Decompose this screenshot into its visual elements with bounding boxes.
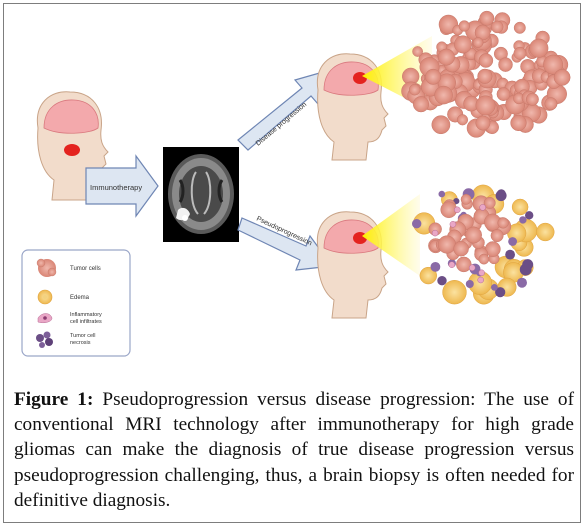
mri-scan-image bbox=[163, 147, 239, 242]
edema-cell bbox=[536, 222, 555, 242]
legend-inflammatory: Inflammatory cell infiltrates bbox=[37, 312, 102, 325]
necrotic-cell bbox=[505, 249, 515, 260]
caption-label: Figure 1: bbox=[14, 389, 94, 410]
caption-text: Pseudoprogression versus disease progres… bbox=[14, 389, 574, 511]
edema-cell bbox=[442, 280, 467, 305]
necrotic-cell bbox=[430, 262, 441, 272]
tumor-cell bbox=[544, 97, 558, 111]
tumor-cell bbox=[529, 38, 549, 58]
tumor-cell bbox=[477, 68, 493, 84]
tumor-cell bbox=[456, 114, 469, 126]
tumor-cell bbox=[456, 256, 472, 273]
tumor-cell bbox=[498, 57, 513, 72]
inflammatory-cell bbox=[454, 206, 461, 214]
tumor-cell bbox=[408, 83, 421, 96]
immunotherapy-arrow: Immunotherapy bbox=[85, 154, 159, 218]
tumor-cell bbox=[453, 240, 469, 257]
tumor-cell bbox=[475, 115, 491, 131]
necrotic-cell bbox=[519, 263, 532, 276]
tumor-cell bbox=[434, 85, 453, 105]
inflammatory-cell bbox=[448, 261, 456, 268]
tumor-cell bbox=[437, 235, 456, 254]
tumor-cell bbox=[525, 92, 539, 106]
legend-inflammatory-label-2: cell infiltrates bbox=[70, 319, 102, 325]
light-beam-bottom bbox=[362, 194, 420, 276]
tumor-cell bbox=[497, 217, 509, 229]
tumor-cell bbox=[510, 114, 527, 132]
legend-tumor-cells: Tumor cells bbox=[36, 258, 101, 277]
inflammatory-cell bbox=[479, 204, 486, 211]
tumor-cell bbox=[483, 196, 496, 209]
inflammatory-cell bbox=[431, 229, 439, 237]
necrotic-cell bbox=[495, 287, 506, 298]
necrotic-cell bbox=[517, 277, 527, 288]
tumor-cell bbox=[454, 35, 472, 54]
tumor-cell bbox=[465, 226, 482, 244]
inflammatory-cell bbox=[477, 276, 484, 284]
necrotic-cell bbox=[496, 189, 506, 199]
tumor-cell bbox=[412, 46, 423, 57]
legend-inflammatory-label-1: Inflammatory bbox=[70, 312, 102, 318]
legend-edema: Edema bbox=[37, 289, 90, 305]
inflammatory-cell bbox=[468, 264, 476, 271]
figure-caption: Figure 1: Pseudoprogression versus disea… bbox=[14, 387, 574, 513]
tumor-cell bbox=[460, 194, 472, 205]
necrotic-cell bbox=[525, 211, 534, 220]
necrotic-cell bbox=[491, 284, 498, 291]
tumor-cell bbox=[513, 46, 527, 60]
legend-necrosis-label-1: Tumor cell bbox=[70, 333, 95, 339]
edema-cell bbox=[511, 198, 529, 216]
tumor-cell bbox=[490, 20, 504, 34]
necrotic-cell bbox=[519, 216, 527, 224]
tumor-cell bbox=[513, 21, 526, 34]
tumor-cell bbox=[475, 95, 496, 116]
tumor-cell bbox=[496, 87, 511, 101]
tumor-cell bbox=[437, 48, 455, 66]
tumor-cell bbox=[478, 253, 490, 265]
patient-head-bottom bbox=[316, 194, 420, 319]
tumor-cell bbox=[412, 96, 430, 113]
necrotic-cell bbox=[437, 276, 447, 286]
tumor-cell bbox=[479, 10, 495, 26]
inflammatory-cell bbox=[478, 269, 485, 277]
tumor-cell bbox=[472, 37, 484, 48]
necrotic-cell bbox=[412, 219, 422, 229]
tumor-cell-cluster bbox=[401, 10, 571, 138]
legend-box: Tumor cells Edema Inflammatory cell infi… bbox=[21, 249, 131, 357]
immunotherapy-label: Immunotherapy bbox=[90, 183, 142, 192]
tumor-cell bbox=[478, 53, 494, 68]
legend-necrosis: Tumor cell necrosis bbox=[36, 331, 95, 348]
necrotic-cell bbox=[508, 237, 517, 246]
pseudoprogression-cell-cluster bbox=[412, 184, 555, 305]
necrotic-cell bbox=[438, 190, 446, 198]
tumor-cell bbox=[543, 54, 564, 75]
legend-edema-label: Edema bbox=[70, 295, 90, 301]
edema-cell bbox=[419, 266, 437, 285]
tumor-cell bbox=[553, 69, 571, 86]
legend-tumor-cells-label: Tumor cells bbox=[70, 266, 101, 272]
tumor-cell bbox=[425, 68, 442, 85]
figure-illustration: Immunotherapy Disease progression Pseudo… bbox=[21, 10, 571, 357]
necrotic-cell bbox=[465, 280, 474, 288]
tumor-cell bbox=[431, 115, 451, 135]
inflammatory-cell bbox=[449, 221, 457, 228]
tumor-cell bbox=[458, 20, 470, 32]
tumor-cell bbox=[490, 229, 504, 243]
disease-progression-arrow: Disease progression bbox=[237, 69, 331, 151]
legend-necrosis-label-2: necrosis bbox=[70, 340, 91, 346]
tumor-spot-left bbox=[64, 144, 80, 156]
